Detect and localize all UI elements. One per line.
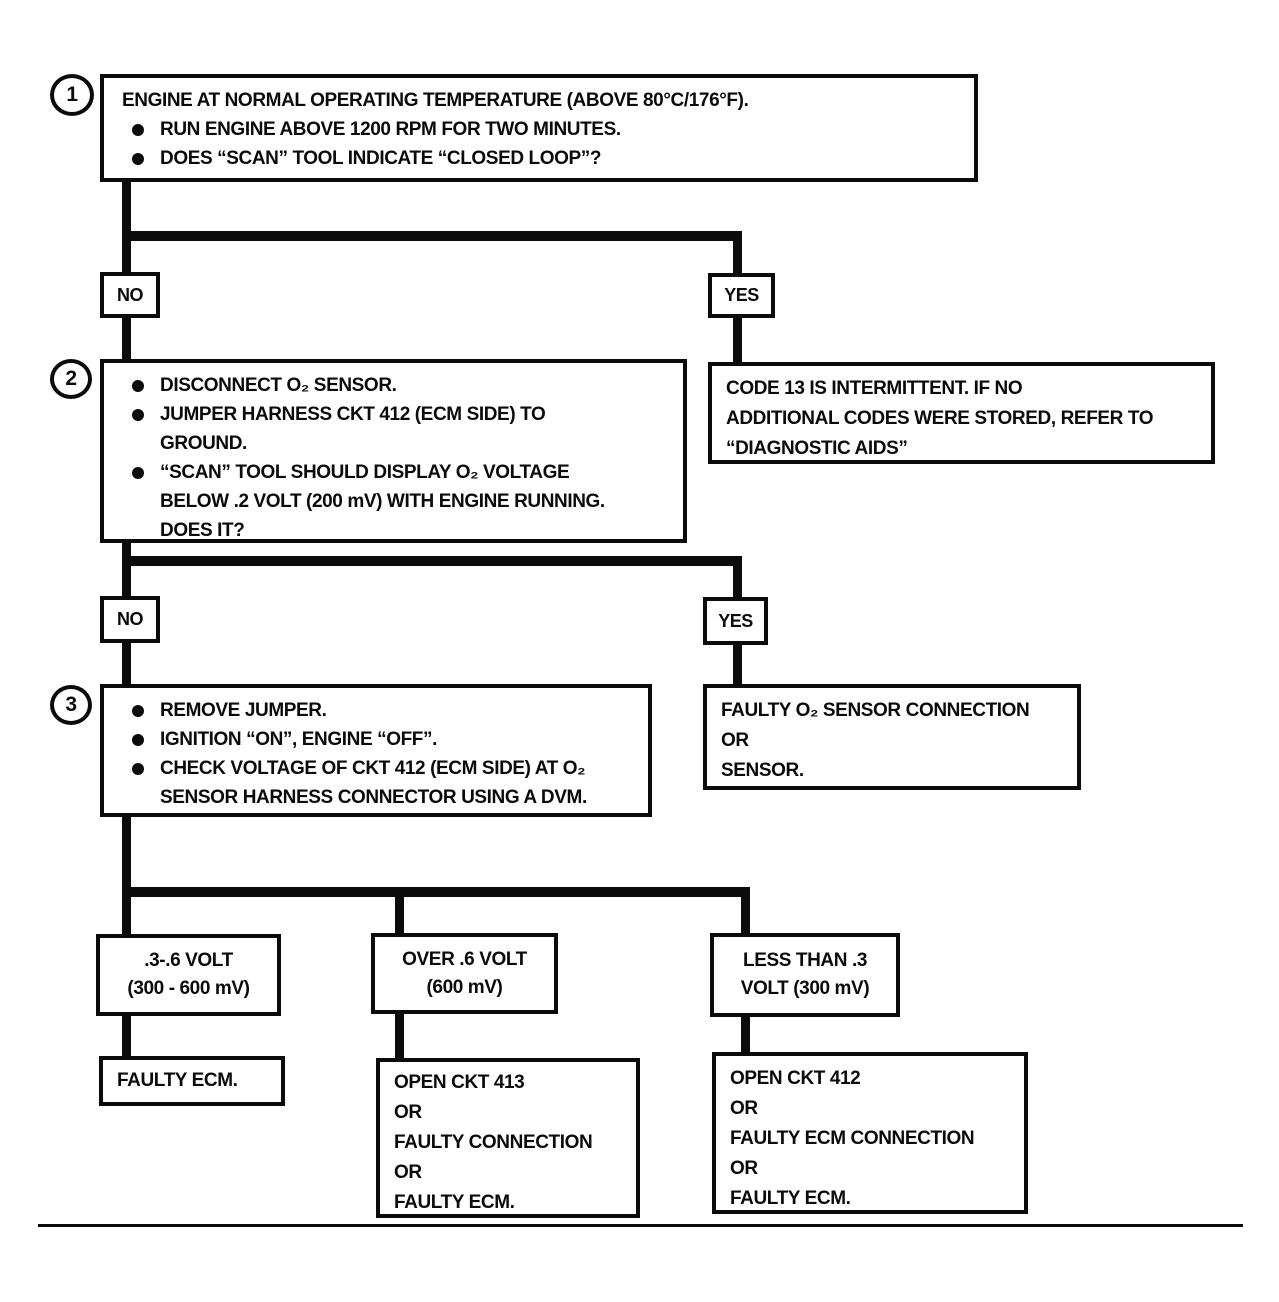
voltage-over-line-1: OVER .6 VOLT <box>402 948 527 970</box>
voltage-over-line-2: (600 mV) <box>426 976 503 998</box>
connector-step2-to-branch2 <box>122 541 131 598</box>
code-13-line-2: ADDITIONAL CODES WERE STORED, REFER TO <box>726 408 1154 429</box>
step-1-bullet-1: RUN ENGINE ABOVE 1200 RPM FOR TWO MINUTE… <box>118 115 960 144</box>
connector-voltage-mid-to-result <box>122 1014 131 1058</box>
code-13-line-1: CODE 13 IS INTERMITTENT. IF NO <box>726 378 1023 399</box>
connector-voltage-over-to-result <box>395 1012 404 1060</box>
bullet-icon <box>132 380 144 392</box>
result-ckt412-line-2: OR <box>730 1098 758 1119</box>
bullet-icon <box>132 734 144 746</box>
bullet-icon <box>132 153 144 165</box>
bullet-icon <box>132 124 144 136</box>
step-1-intro: ENGINE AT NORMAL OPERATING TEMPERATURE (… <box>122 90 749 111</box>
decision-1-no-box: NO <box>100 272 160 318</box>
step-2-bullet-2-cont: GROUND. <box>160 433 247 454</box>
result-ckt412-line-3: FAULTY ECM CONNECTION <box>730 1128 975 1149</box>
voltage-low-box: LESS THAN .3 VOLT (300 mV) <box>710 933 900 1017</box>
step-1-box: ENGINE AT NORMAL OPERATING TEMPERATURE (… <box>100 74 978 182</box>
connector-yes1-to-code13 <box>733 316 742 364</box>
step-3-number: 3 <box>65 693 77 716</box>
step-3-bullet-1: REMOVE JUMPER. <box>118 696 634 725</box>
result-faulty-ecm-line: FAULTY ECM. <box>117 1070 238 1091</box>
bullet-icon <box>132 705 144 717</box>
step-3-number-circle: 3 <box>50 685 92 725</box>
connector-voltage-low-to-result <box>741 1014 750 1054</box>
result-faulty-ecm-box: FAULTY ECM. <box>99 1056 285 1106</box>
step-1-bullet-2: DOES “SCAN” TOOL INDICATE “CLOSED LOOP”? <box>118 144 960 173</box>
step-1-number-circle: 1 <box>50 74 94 116</box>
bullet-icon <box>132 409 144 421</box>
result-ckt413-box: OPEN CKT 413 OR FAULTY CONNECTION OR FAU… <box>376 1058 640 1218</box>
bullet-icon <box>132 467 144 479</box>
faulty-o2-sensor-box: FAULTY O₂ SENSOR CONNECTION OR SENSOR. <box>703 684 1081 790</box>
connector-branch3-to-voltage-over <box>395 894 404 935</box>
voltage-mid-box: .3-.6 VOLT (300 - 600 mV) <box>96 934 281 1016</box>
step-2-bullet-3: “SCAN” TOOL SHOULD DISPLAY O₂ VOLTAGE <box>118 458 669 487</box>
step-2-number-circle: 2 <box>50 359 92 399</box>
connector-branch2-to-yes2 <box>733 563 742 599</box>
voltage-low-line-2: VOLT (300 mV) <box>740 978 870 999</box>
faulty-o2-line-2: OR <box>721 730 749 751</box>
step-2-bullet-1: DISCONNECT O₂ SENSOR. <box>118 371 669 400</box>
connector-branch1-horizontal <box>122 231 742 241</box>
connector-step1-to-branch1 <box>122 180 131 272</box>
faulty-o2-line-3: SENSOR. <box>721 760 804 781</box>
connector-branch3-horizontal <box>122 887 750 897</box>
connector-no1-to-step2 <box>122 316 131 361</box>
result-ckt412-line-1: OPEN CKT 412 <box>730 1068 861 1089</box>
step-2-number: 2 <box>65 367 77 390</box>
decision-2-yes-box: YES <box>703 597 768 645</box>
connector-no2-to-step3 <box>122 641 131 686</box>
code-13-intermittent-box: CODE 13 IS INTERMITTENT. IF NO ADDITIONA… <box>708 362 1215 464</box>
no-label: NO <box>117 609 144 629</box>
step-2-bullet-3-cont-2: DOES IT? <box>160 520 245 541</box>
step-3-box: REMOVE JUMPER. IGNITION “ON”, ENGINE “OF… <box>100 684 652 817</box>
result-ckt413-line-3: FAULTY CONNECTION <box>394 1132 593 1153</box>
result-ckt413-line-5: FAULTY ECM. <box>394 1192 515 1213</box>
voltage-mid-line-1: .3-.6 VOLT <box>144 950 233 971</box>
bottom-rule <box>38 1224 1243 1227</box>
voltage-low-line-1: LESS THAN .3 <box>743 950 867 971</box>
decision-2-no-box: NO <box>100 596 160 643</box>
yes-label: YES <box>724 285 759 305</box>
bullet-icon <box>132 763 144 775</box>
result-ckt413-line-4: OR <box>394 1162 422 1183</box>
yes-label: YES <box>718 610 753 631</box>
step-3-bullet-3-cont: SENSOR HARNESS CONNECTOR USING A DVM. <box>160 787 587 808</box>
connector-branch2-horizontal <box>122 556 742 566</box>
step-2-bullet-2: JUMPER HARNESS CKT 412 (ECM SIDE) TO <box>118 400 669 429</box>
result-ckt412-line-5: FAULTY ECM. <box>730 1188 851 1209</box>
voltage-mid-line-2: (300 - 600 mV) <box>127 978 250 999</box>
connector-branch1-to-yes1 <box>733 238 742 274</box>
connector-branch3-to-voltage-low <box>741 894 750 935</box>
result-ckt412-box: OPEN CKT 412 OR FAULTY ECM CONNECTION OR… <box>712 1052 1028 1214</box>
faulty-o2-line-1: FAULTY O₂ SENSOR CONNECTION <box>721 700 1030 721</box>
result-ckt412-line-4: OR <box>730 1158 758 1179</box>
result-ckt413-line-2: OR <box>394 1102 422 1123</box>
voltage-over-box: OVER .6 VOLT (600 mV) <box>371 933 558 1014</box>
step-1-number: 1 <box>66 83 78 106</box>
connector-step3-to-branch3 <box>122 815 131 936</box>
result-ckt413-line-1: OPEN CKT 413 <box>394 1072 525 1093</box>
step-2-box: DISCONNECT O₂ SENSOR. JUMPER HARNESS CKT… <box>100 359 687 543</box>
step-3-bullet-3: CHECK VOLTAGE OF CKT 412 (ECM SIDE) AT O… <box>118 754 634 783</box>
decision-1-yes-box: YES <box>708 273 775 318</box>
step-3-bullet-2: IGNITION “ON”, ENGINE “OFF”. <box>118 725 634 754</box>
step-2-bullet-3-cont-1: BELOW .2 VOLT (200 mV) WITH ENGINE RUNNI… <box>160 491 605 512</box>
code-13-line-3: “DIAGNOSTIC AIDS” <box>726 438 908 459</box>
connector-yes2-to-faulty-o2 <box>733 641 742 686</box>
no-label: NO <box>117 284 144 305</box>
